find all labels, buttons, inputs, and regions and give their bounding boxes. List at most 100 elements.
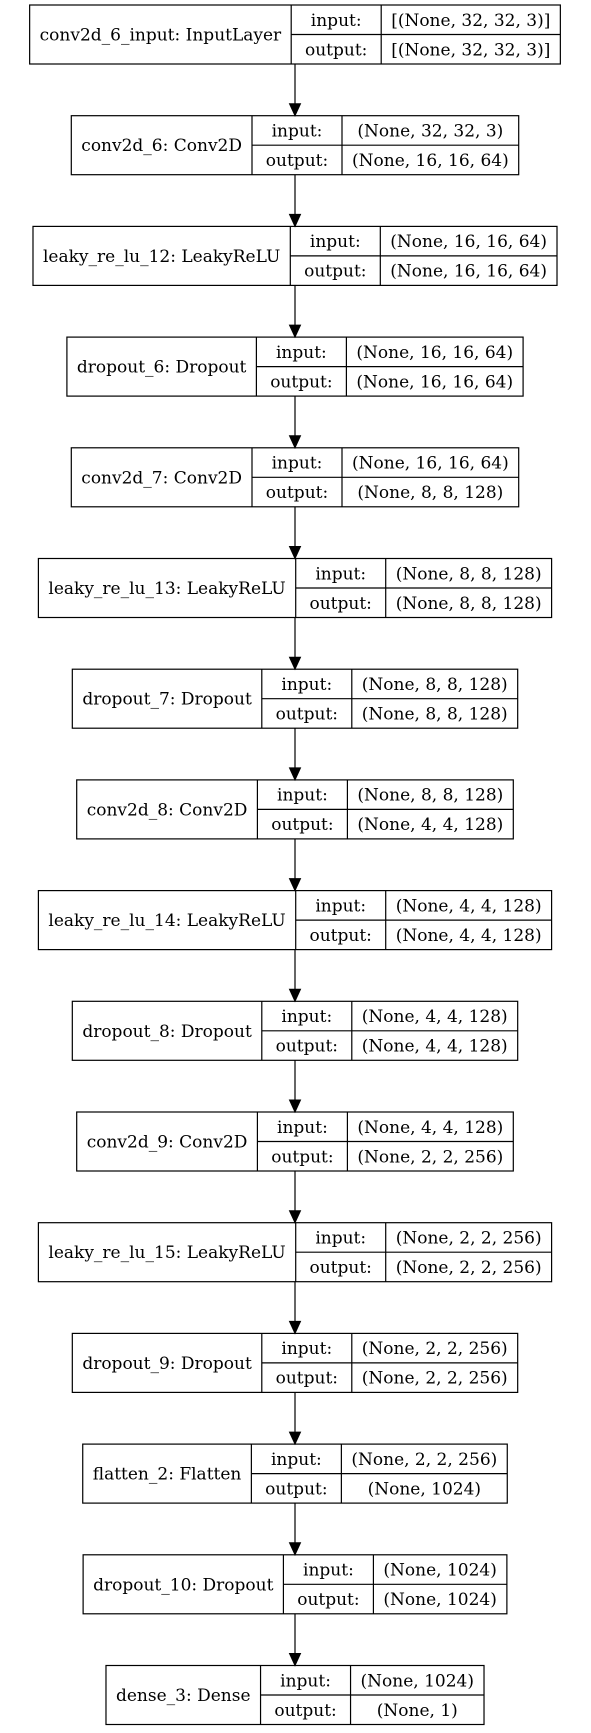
input-label: input: bbox=[281, 675, 332, 695]
nodes-layer: conv2d_6_input: InputLayer input: output: [… bbox=[29, 4, 561, 1726]
output-label: output: bbox=[276, 1037, 338, 1057]
input-shape: (None, 4, 4, 128) bbox=[357, 1118, 503, 1138]
arrowhead-icon bbox=[288, 546, 302, 560]
edge-arrow bbox=[288, 64, 302, 117]
input-label: input: bbox=[280, 1671, 331, 1691]
output-shape: (None, 16, 16, 64) bbox=[352, 151, 509, 171]
arrowhead-icon bbox=[288, 1210, 302, 1224]
output-shape: (None, 4, 4, 128) bbox=[396, 926, 542, 946]
layer-name: dropout_10: Dropout bbox=[93, 1575, 273, 1595]
input-label: input: bbox=[310, 232, 361, 252]
output-shape: (None, 1024) bbox=[383, 1590, 496, 1610]
layer-node: dropout_10: Dropout input: output: (None, 1… bbox=[82, 1554, 508, 1615]
input-label: input: bbox=[315, 1228, 366, 1248]
input-shape: [(None, 32, 32, 3)] bbox=[391, 11, 550, 31]
output-shape: (None, 4, 4, 128) bbox=[357, 815, 503, 835]
output-label: output: bbox=[271, 1147, 333, 1167]
layer-node: dense_3: Dense input: output: (None, 1024) (… bbox=[105, 1664, 485, 1726]
arrowhead-icon bbox=[288, 103, 302, 117]
edge-arrow bbox=[288, 1281, 302, 1335]
input-shape: (None, 16, 16, 64) bbox=[390, 232, 547, 252]
layer-name: conv2d_9: Conv2D bbox=[87, 1133, 248, 1153]
input-shape: (None, 2, 2, 256) bbox=[351, 1450, 497, 1470]
layer-name: leaky_re_lu_12: LeakyReLU bbox=[43, 247, 280, 267]
input-shape: (None, 8, 8, 128) bbox=[396, 564, 542, 584]
input-label: input: bbox=[271, 1450, 322, 1470]
output-label: output: bbox=[310, 594, 372, 614]
input-label: input: bbox=[272, 454, 323, 474]
output-shape: (None, 4, 4, 128) bbox=[362, 1037, 508, 1057]
arrowhead-icon bbox=[288, 878, 302, 892]
layer-name: dropout_7: Dropout bbox=[82, 690, 252, 710]
output-shape: (None, 2, 2, 256) bbox=[396, 1258, 542, 1278]
input-shape: (None, 4, 4, 128) bbox=[362, 1007, 508, 1027]
layer-node: dropout_6: Dropout input: output: (None, 16… bbox=[66, 336, 524, 397]
input-shape: (None, 1024) bbox=[361, 1671, 474, 1691]
edge-arrow bbox=[288, 838, 302, 892]
layer-name: dense_3: Dense bbox=[116, 1686, 251, 1706]
input-shape: (None, 4, 4, 128) bbox=[396, 896, 542, 916]
input-shape: (None, 8, 8, 128) bbox=[357, 786, 503, 806]
edge-arrow bbox=[288, 285, 302, 339]
input-label: input: bbox=[277, 786, 328, 806]
input-label: input: bbox=[315, 564, 366, 584]
edge-arrow bbox=[288, 506, 302, 560]
output-shape: (None, 8, 8, 128) bbox=[396, 594, 542, 614]
input-shape: (None, 32, 32, 3) bbox=[357, 121, 503, 141]
output-shape: (None, 8, 8, 128) bbox=[357, 483, 503, 503]
output-label: output: bbox=[270, 372, 332, 392]
arrowhead-icon bbox=[288, 324, 302, 339]
output-label: output: bbox=[274, 1701, 336, 1721]
output-label: output: bbox=[266, 483, 328, 503]
arrowhead-icon bbox=[288, 213, 302, 228]
output-shape: (None, 2, 2, 256) bbox=[362, 1369, 508, 1389]
layer-node: leaky_re_lu_15: LeakyReLUinput:output:(N… bbox=[37, 1222, 553, 1283]
input-label: input: bbox=[315, 896, 366, 916]
input-shape: (None, 2, 2, 256) bbox=[396, 1228, 542, 1248]
input-label: input: bbox=[303, 1561, 354, 1581]
input-shape: (None, 16, 16, 64) bbox=[356, 343, 513, 363]
output-label: output: bbox=[297, 1590, 359, 1610]
arrowhead-icon bbox=[288, 988, 302, 1003]
input-label: input: bbox=[277, 1118, 328, 1138]
layer-name: leaky_re_lu_14: LeakyReLU bbox=[48, 911, 285, 931]
arrowhead-icon bbox=[288, 656, 302, 671]
output-label: output: bbox=[265, 1479, 327, 1499]
output-shape: (None, 16, 16, 64) bbox=[390, 262, 547, 282]
output-label: output: bbox=[310, 926, 372, 946]
input-shape: (None, 8, 8, 128) bbox=[362, 675, 508, 695]
arrowhead-icon bbox=[288, 1653, 302, 1667]
output-label: output: bbox=[304, 262, 366, 282]
layer-name: conv2d_6: Conv2D bbox=[81, 136, 242, 156]
arrowhead-icon bbox=[288, 435, 302, 450]
arrowhead-icon bbox=[288, 767, 302, 782]
input-shape: (None, 16, 16, 64) bbox=[352, 454, 509, 474]
arrowhead-icon bbox=[288, 1431, 302, 1446]
output-shape: (None, 1) bbox=[377, 1701, 458, 1721]
edge-arrow bbox=[288, 1392, 302, 1446]
output-shape: (None, 16, 16, 64) bbox=[356, 372, 513, 392]
input-label: input: bbox=[276, 343, 327, 363]
output-label: output: bbox=[276, 1369, 338, 1389]
output-shape: (None, 1024) bbox=[368, 1479, 481, 1499]
layer-node: leaky_re_lu_13: LeakyReLU input: output: (N… bbox=[37, 557, 553, 619]
output-shape: (None, 2, 2, 256) bbox=[357, 1147, 503, 1167]
layer-name: dropout_6: Dropout bbox=[77, 358, 247, 378]
layer-name: conv2d_8: Conv2D bbox=[87, 800, 248, 820]
layer-name: conv2d_6_input: InputLayer bbox=[40, 26, 282, 46]
edge-arrow bbox=[288, 174, 302, 228]
edge-arrow bbox=[288, 728, 302, 782]
layer-name: leaky_re_lu_13: LeakyReLU bbox=[48, 579, 285, 599]
edge-arrow bbox=[288, 617, 302, 671]
input-shape: (None, 1024) bbox=[383, 1561, 496, 1581]
edge-arrow bbox=[288, 1613, 302, 1667]
edge-arrow bbox=[288, 396, 302, 450]
